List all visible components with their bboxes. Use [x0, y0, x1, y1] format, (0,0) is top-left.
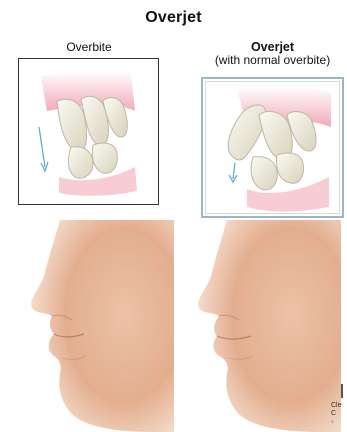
overbite-face-profile	[14, 220, 174, 432]
overjet-sublabel: (with normal overbite)	[195, 54, 347, 67]
overbite-label: Overbite	[18, 41, 160, 54]
credit-line-3: ©	[331, 419, 335, 424]
credit-line-1: Cle	[331, 402, 342, 409]
overjet-face-profile	[181, 220, 341, 432]
page-title: Overjet	[0, 9, 347, 27]
overjet-label: Overjet (with normal overbite)	[195, 41, 347, 67]
credit-divider	[341, 384, 343, 398]
overbite-label-text: Overbite	[18, 41, 160, 54]
credit-line-2: C	[331, 410, 336, 417]
overjet-teeth-panel	[201, 77, 344, 218]
overjet-teeth-illustration	[203, 79, 342, 216]
credit-text: Cle C ©	[331, 384, 347, 426]
overbite-teeth-illustration	[19, 59, 158, 204]
overbite-teeth-panel	[18, 58, 159, 205]
